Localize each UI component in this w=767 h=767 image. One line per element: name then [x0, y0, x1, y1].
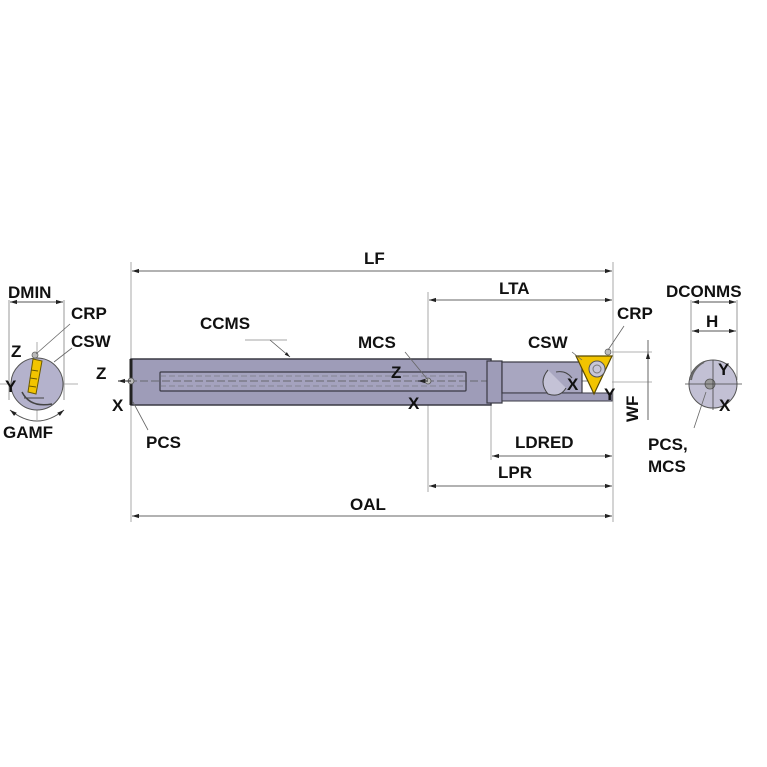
pcs-z-axis-label: Z [96, 364, 107, 383]
side-crp-label: CRP [617, 304, 653, 323]
pcs-mcs-leader [693, 391, 707, 429]
tip-y-axis-label: Y [604, 385, 616, 404]
left-end-view [0, 299, 78, 422]
right-y-label: Y [718, 360, 730, 379]
mcs-z-axis-label: Z [391, 363, 402, 382]
h-label: H [706, 312, 719, 331]
gamf-angle-arc [9, 409, 65, 422]
side-csw-label: CSW [528, 333, 568, 352]
ccms-label: CCMS [200, 314, 251, 333]
side-view [118, 262, 652, 522]
lta-label: LTA [499, 279, 530, 298]
left-csw-label: CSW [71, 332, 111, 351]
left-crp-label: CRP [71, 304, 107, 323]
mcs-leader [404, 351, 429, 381]
csw-leader [571, 351, 583, 361]
gamf-label: GAMF [3, 423, 54, 442]
left-view-insert [27, 358, 43, 395]
lf-label: LF [364, 249, 385, 268]
oal-label: OAL [350, 495, 386, 514]
shank-collar [486, 360, 503, 404]
right-x-label: X [719, 396, 731, 415]
right-pcs-label: PCS, [648, 435, 688, 454]
crp-leader [607, 325, 625, 351]
mcs-x-axis-label: X [408, 394, 420, 413]
pcs-leader [132, 401, 149, 431]
lpr-label: LPR [498, 463, 532, 482]
dmin-label: DMIN [8, 283, 52, 302]
pcs-x-axis-label: X [112, 396, 124, 415]
insert-screw [588, 360, 606, 378]
ldred-label: LDRED [515, 433, 574, 452]
reduced-neck [501, 361, 583, 394]
wf-label: WF [623, 395, 642, 422]
mcs-label: MCS [358, 333, 396, 352]
tip-x-axis-label: X [567, 375, 579, 394]
right-end-view [685, 299, 742, 429]
ccms-leader [269, 339, 291, 358]
pcs-label: PCS [146, 433, 181, 452]
left-y-label: Y [5, 377, 17, 396]
right-mcs-label: MCS [648, 457, 686, 476]
dconms-label: DCONMS [666, 282, 742, 301]
left-z-label: Z [11, 342, 22, 361]
